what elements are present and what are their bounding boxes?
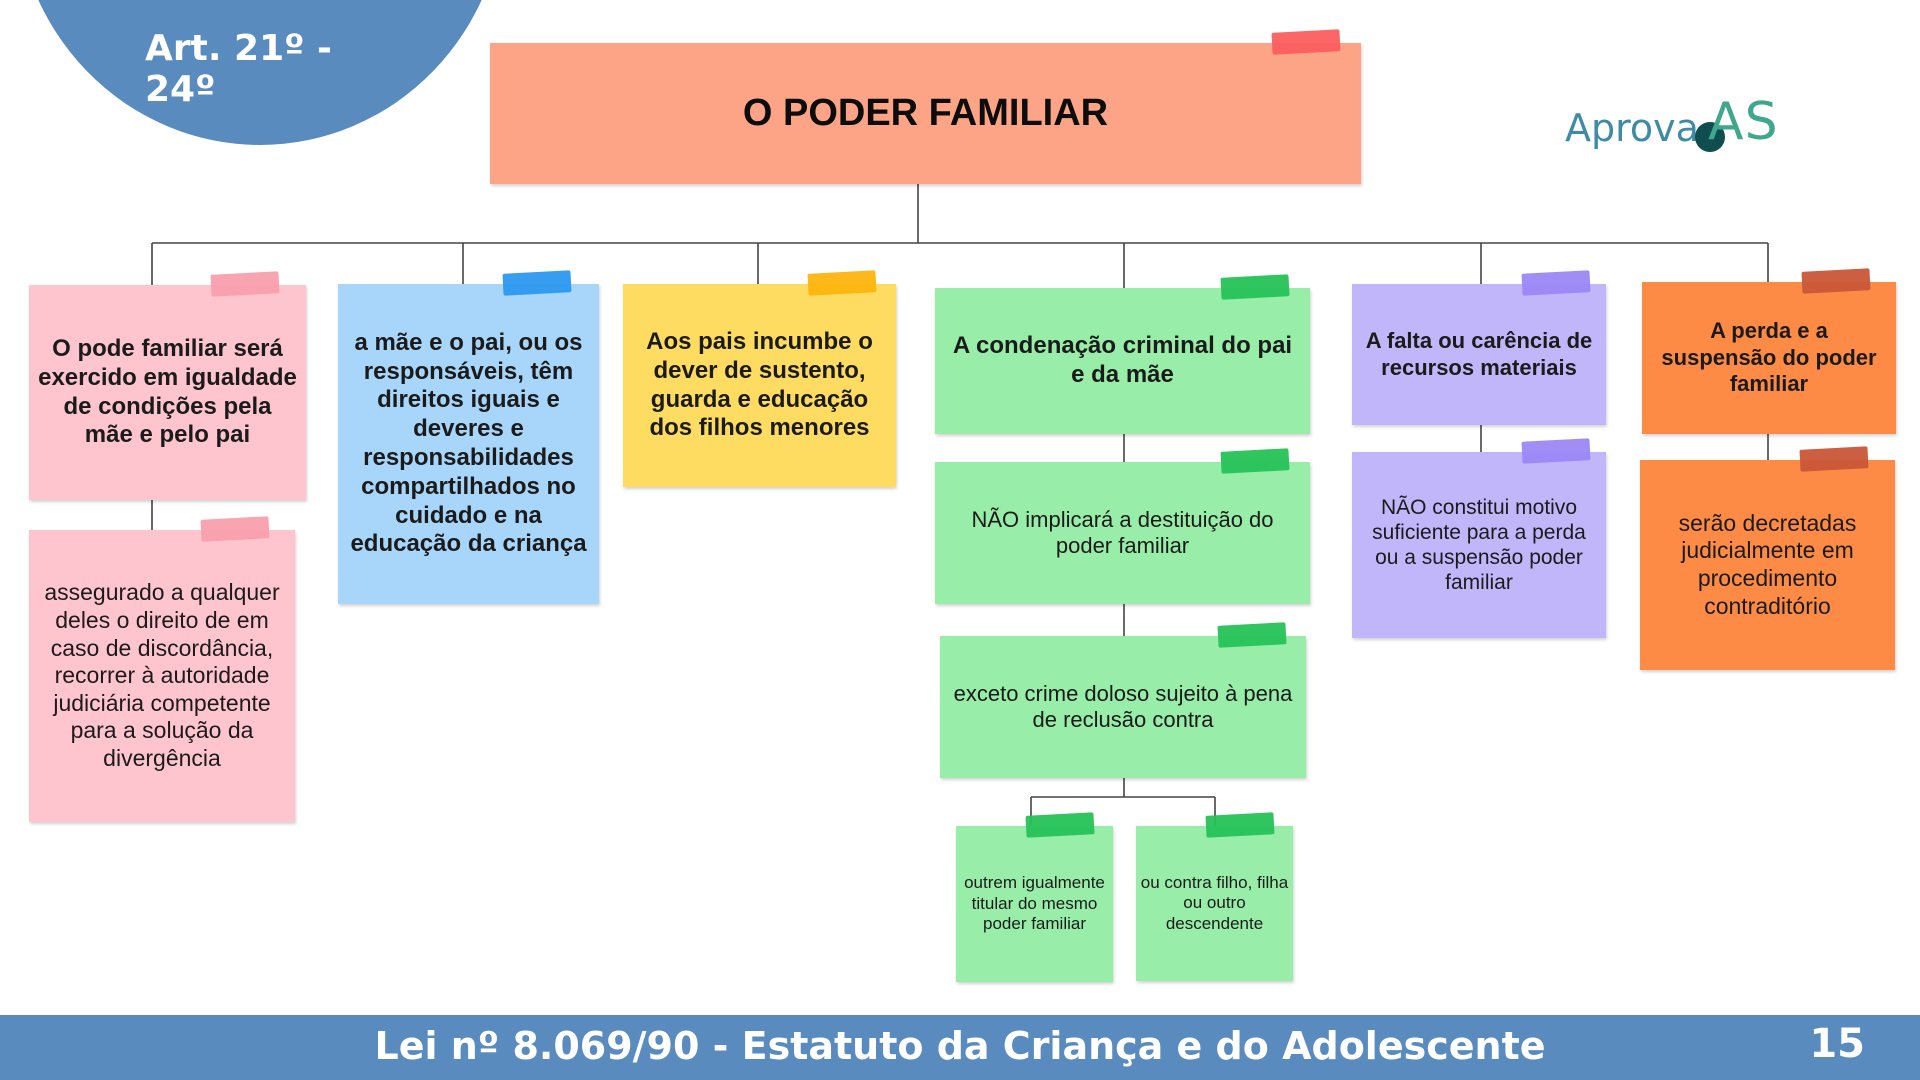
branch-4-exception-item-1-note: outrem igualmente titular do mesmo poder… [956, 812, 1113, 982]
tape-decoration [200, 516, 270, 542]
branch-4-exception-item-2-note: ou contra filho, filha ou outro descende… [1136, 812, 1293, 981]
branch-4-heading-note: A condenação criminal do pai e da mãe [935, 274, 1310, 434]
title-note: O PODER FAMILIAR [490, 29, 1361, 184]
footer-law-title: Lei nº 8.069/90 - Estatuto da Criança e … [374, 1024, 1546, 1068]
branch-6-detail: serão decretadas judicialmente em proced… [1678, 509, 1857, 619]
tape-decoration [1521, 270, 1591, 296]
branch-3-heading-note: Aos pais incumbe o dever de sustento, gu… [623, 270, 896, 487]
diagram-title: O PODER FAMILIAR [742, 91, 1109, 134]
branch-3-heading: Aos pais incumbe o dever de sustento, gu… [646, 327, 873, 442]
branch-4-detail: NÃO implicará a destituição do poder fam… [971, 506, 1274, 558]
branch-4-detail-note: NÃO implicará a destituição do poder fam… [935, 448, 1310, 604]
footer-bar: Lei nº 8.069/90 - Estatuto da Criança e … [0, 1015, 1920, 1080]
branch-4-exception: exceto crime doloso sujeito à pena de re… [953, 680, 1293, 732]
branch-1-heading-note: O pode familiar será exercido em igualda… [29, 271, 306, 500]
tape-decoration [210, 271, 280, 297]
aprovas-logo: Aprova AS [1565, 90, 1795, 160]
tape-decoration [1799, 446, 1869, 472]
branch-4-heading: A condenação criminal do pai e da mãe [952, 332, 1293, 388]
branch-1-detail: assegurado a qualquer deles o direito de… [44, 579, 280, 771]
logo-check-icon [1695, 122, 1725, 152]
tape-decoration [1220, 274, 1290, 300]
article-range-label: Art. 21º - 24º [145, 28, 332, 110]
branch-2-heading-note: a mãe e o pai, ou os responsáveis, têm d… [338, 270, 599, 604]
branch-6-heading-note: A perda e a suspensão do poder familiar [1642, 268, 1896, 434]
branch-5-detail: NÃO constitui motivo suficiente para a p… [1372, 495, 1586, 595]
branch-4-exception-item-1: outrem igualmente titular do mesmo poder… [964, 873, 1105, 934]
branch-1-detail-note: assegurado a qualquer deles o direito de… [29, 516, 295, 822]
logo-text-as: AS [1708, 92, 1779, 152]
branch-2-heading: a mãe e o pai, ou os responsáveis, têm d… [350, 328, 587, 558]
branch-1-heading: O pode familiar será exercido em igualda… [38, 334, 297, 449]
tape-decoration [1205, 812, 1275, 838]
tape-decoration [1025, 812, 1095, 838]
branch-5-heading: A falta ou carência de recursos materiai… [1365, 328, 1593, 380]
tape-decoration [502, 270, 572, 296]
tape-decoration [1521, 438, 1591, 464]
branch-5-heading-note: A falta ou carência de recursos materiai… [1352, 270, 1606, 425]
branch-6-detail-note: serão decretadas judicialmente em proced… [1640, 446, 1895, 670]
tape-decoration [1217, 622, 1287, 648]
branch-5-detail-note: NÃO constitui motivo suficiente para a p… [1352, 438, 1606, 638]
tape-decoration [1801, 268, 1871, 294]
tape-decoration [1271, 29, 1341, 55]
branch-4-exception-item-2: ou contra filho, filha ou outro descende… [1140, 872, 1289, 933]
branch-4-exception-note: exceto crime doloso sujeito à pena de re… [940, 622, 1306, 778]
tape-decoration [1220, 448, 1290, 474]
page-number: 15 [1809, 1021, 1865, 1067]
tape-decoration [807, 270, 877, 296]
logo-text-aprova: Aprova [1565, 106, 1699, 150]
branch-6-heading: A perda e a suspensão do poder familiar [1661, 318, 1877, 397]
